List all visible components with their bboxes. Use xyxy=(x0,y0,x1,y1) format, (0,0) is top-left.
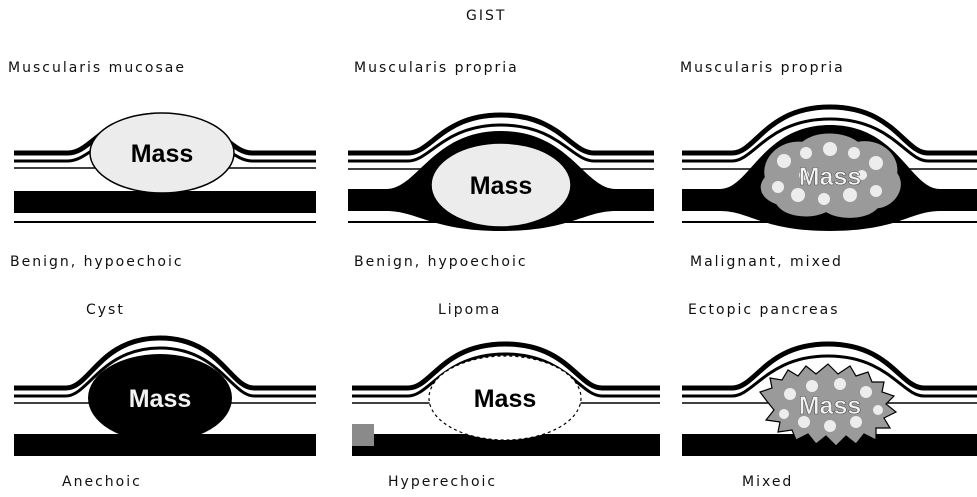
panel-5-lipoma: Mass xyxy=(350,330,662,470)
panel-6-top-label: Ectopic pancreas xyxy=(688,302,840,318)
mass-label: Mass xyxy=(131,140,194,168)
panel-5-bottom-label: Hyperechoic xyxy=(388,474,497,490)
panel-4-top-label: Cyst xyxy=(86,302,125,318)
hyperechoic-marker xyxy=(352,424,374,446)
panel-2-muscularis-propria-benign: Mass xyxy=(346,95,656,235)
panel-5-top-label: Lipoma xyxy=(438,302,501,318)
panel-1-bottom-label: Benign, hypoechoic xyxy=(10,254,184,270)
panel-3-muscularis-propria-malignant: Mass xyxy=(680,95,977,235)
mass-label: Mass xyxy=(470,172,533,200)
panel-1-muscularis-mucosae: Mass xyxy=(10,95,320,235)
mass-label: Mass xyxy=(129,385,192,413)
mass-label: Mass xyxy=(799,392,862,420)
panel-4-bottom-label: Anechoic xyxy=(62,474,142,490)
mass-label: Mass xyxy=(474,385,537,413)
panel-1-top-label: Muscularis mucosae xyxy=(8,60,186,76)
panel-3-top-label: Muscularis propria xyxy=(680,60,845,76)
diagram-title: GIST xyxy=(466,8,506,24)
panel-6-bottom-label: Mixed xyxy=(742,474,793,490)
panel-4-cyst: Mass xyxy=(10,330,320,470)
panel-3-bottom-label: Malignant, mixed xyxy=(690,254,843,270)
panel-2-top-label: Muscularis propria xyxy=(354,60,519,76)
panel-2-bottom-label: Benign, hypoechoic xyxy=(354,254,528,270)
mass-label: Mass xyxy=(799,163,862,191)
panel-6-ectopic-pancreas: Mass xyxy=(680,330,977,470)
